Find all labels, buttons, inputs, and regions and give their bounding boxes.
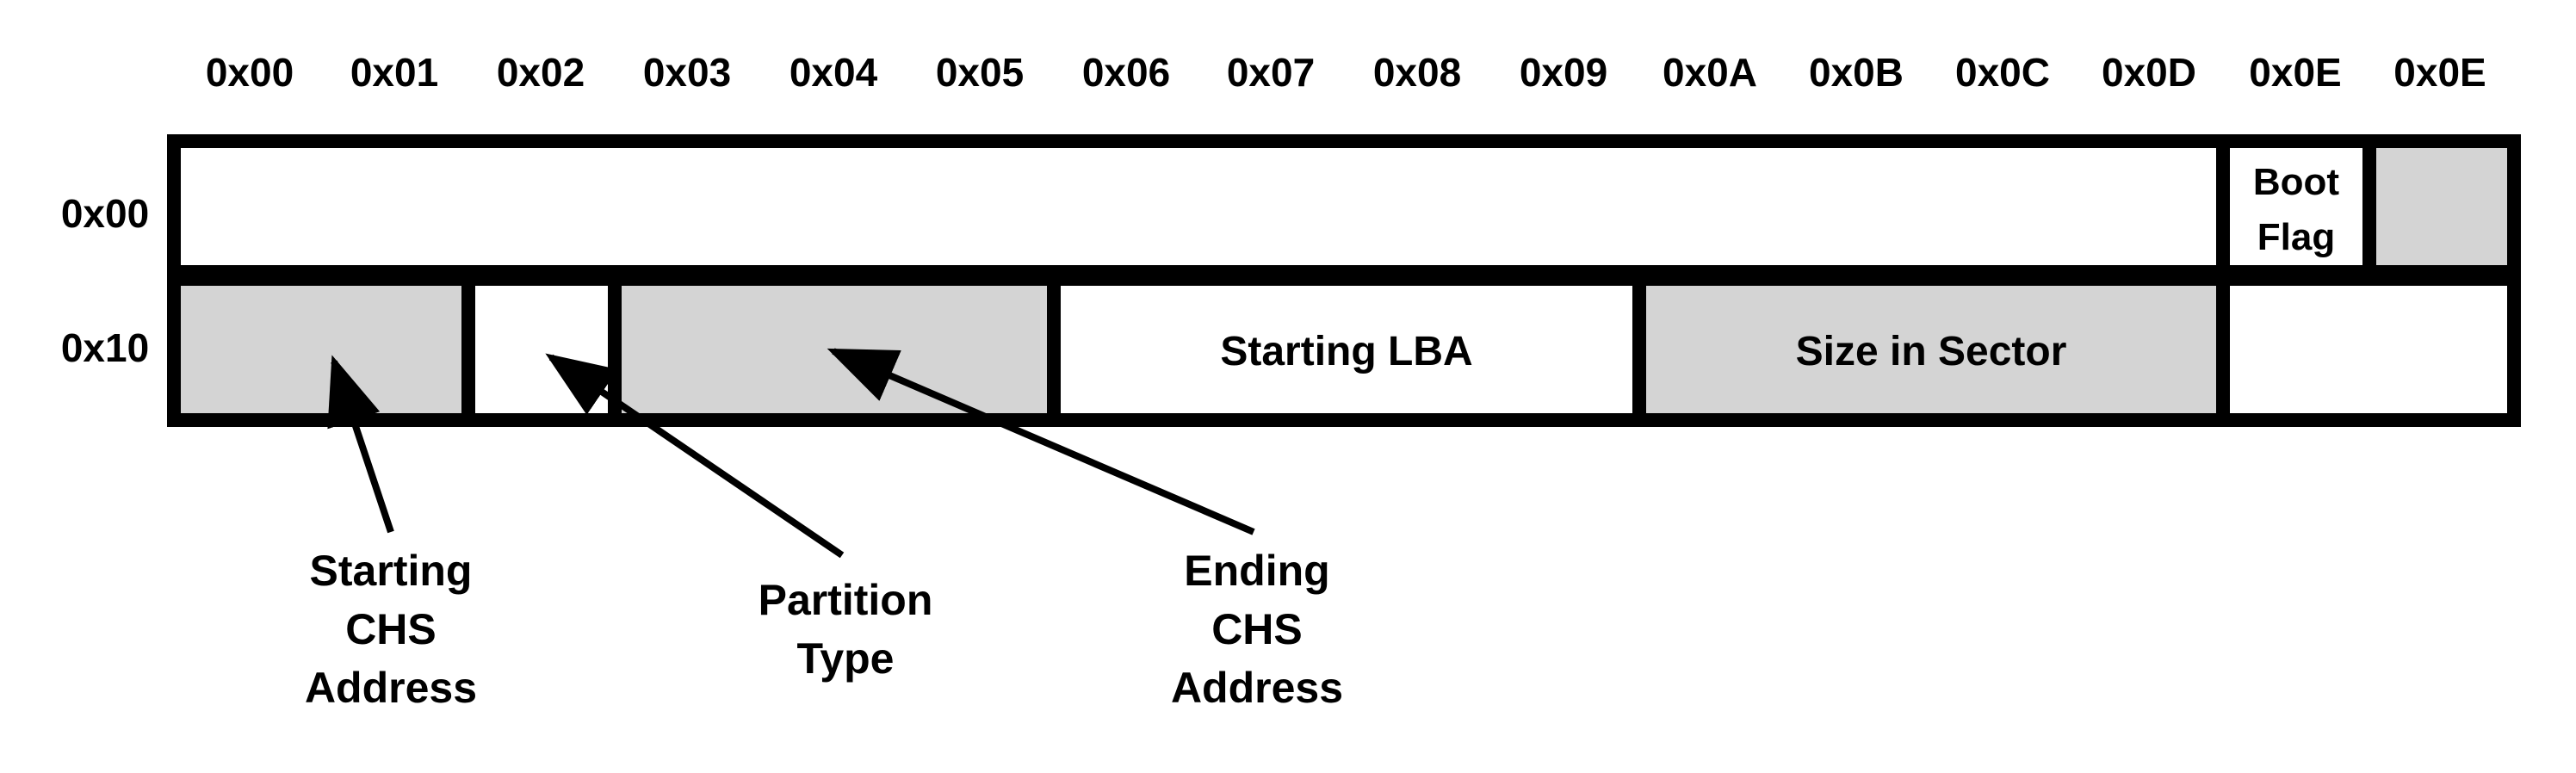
starting-lba-cell [1047, 272, 1646, 427]
col-offset-0x03: 0x03 [643, 50, 731, 95]
col-offset-0x0c: 0x0C [1955, 50, 2050, 95]
row-0x00: Boot Flag [167, 134, 2521, 279]
col-offset-0x00: 0x00 [206, 50, 294, 95]
row1-last-cell [2216, 272, 2521, 427]
col-offset-0x0d: 0x0D [2102, 50, 2196, 95]
ending-chs-label-line3: Address [1171, 664, 1343, 712]
row-0x10: Starting LBA Size in Sector [167, 272, 2521, 427]
row0-unused-cell [167, 134, 2230, 279]
boot-flag-label-line2: Flag [2257, 216, 2335, 258]
starting-chs-label-line2: CHS [345, 605, 437, 653]
callout-arrows [327, 348, 1255, 559]
col-offset-0x05: 0x05 [936, 50, 1024, 95]
ending-chs-arrow [827, 348, 1255, 535]
starting-chs-arrow [327, 355, 394, 534]
col-offset-0x06: 0x06 [1082, 50, 1170, 95]
callout-labels: Starting CHS Address Partition Type Endi… [305, 547, 1343, 712]
size-in-sector-label: Size in Sector [1796, 329, 2067, 374]
row-offset-0x10: 0x10 [61, 325, 149, 370]
row0-last-cell [2362, 134, 2521, 279]
boot-flag-label-line1: Boot [2253, 161, 2340, 203]
partition-type-label-line2: Type [797, 634, 895, 683]
starting-chs-label-line3: Address [305, 664, 477, 712]
col-offset-0x0a: 0x0A [1663, 50, 1757, 95]
starting-chs-cell [167, 272, 475, 427]
ending-chs-label-line2: CHS [1211, 605, 1303, 653]
row-offset-0x00: 0x00 [61, 191, 149, 236]
col-offset-0x04: 0x04 [790, 50, 878, 95]
col-offset-0x07: 0x07 [1227, 50, 1315, 95]
ending-chs-label-line1: Ending [1184, 547, 1329, 595]
column-offset-labels: 0x00 0x01 0x02 0x03 0x04 0x05 0x06 0x07 … [206, 50, 2486, 95]
col-offset-0x0e: 0x0E [2249, 50, 2341, 95]
col-offset-0x02: 0x02 [497, 50, 585, 95]
partition-type-arrow [545, 353, 845, 559]
row-offset-labels: 0x00 0x10 [61, 191, 149, 370]
col-offset-0x01: 0x01 [350, 50, 438, 95]
partition-type-label-line1: Partition [759, 576, 933, 624]
col-offset-0x0b: 0x0B [1809, 50, 1904, 95]
col-offset-0x08: 0x08 [1373, 50, 1461, 95]
starting-chs-label-line1: Starting [310, 547, 473, 595]
col-offset-0x09: 0x09 [1520, 50, 1607, 95]
partition-type-cell [461, 272, 622, 427]
col-offset-0x0e-second: 0x0E [2393, 50, 2486, 95]
starting-lba-label: Starting LBA [1220, 329, 1472, 374]
